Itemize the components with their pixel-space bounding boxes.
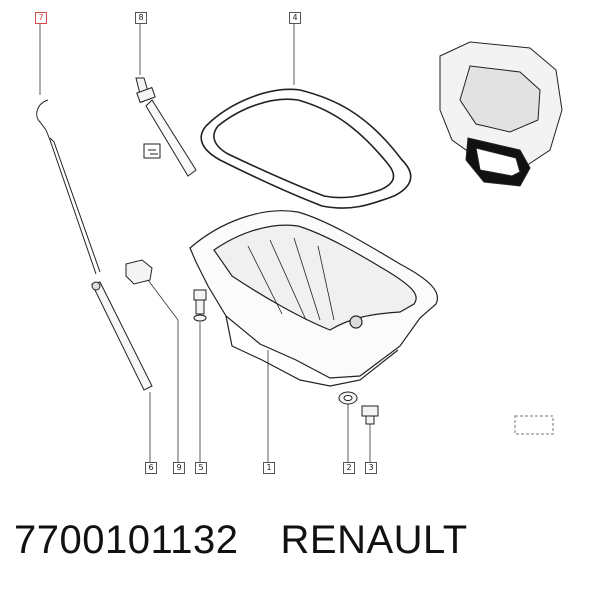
oil-pan-gasket	[200, 88, 412, 209]
callout-4: 4	[289, 12, 301, 24]
part-number: 7700101132	[14, 518, 239, 562]
callout-1: 1	[263, 462, 275, 474]
callout-7: 7	[35, 12, 47, 24]
caption: 7700101132 RENAULT	[14, 514, 468, 566]
pan-bolt	[193, 289, 207, 322]
dipstick-clip	[125, 259, 153, 285]
callout-3: 3	[365, 462, 377, 474]
callout-8: 8	[135, 12, 147, 24]
callout-5: 5	[195, 462, 207, 474]
oil-level-sensor	[135, 77, 197, 177]
brand-name: RENAULT	[280, 518, 468, 562]
callout-2: 2	[343, 462, 355, 474]
oil-pan	[189, 210, 438, 387]
drain-plug	[361, 405, 379, 425]
callout-9: 9	[173, 462, 185, 474]
dashed-placeholder-box	[514, 415, 554, 435]
engine-thumbnail	[439, 41, 563, 187]
dipstick	[36, 99, 101, 275]
leader-lines	[39, 22, 371, 462]
drain-seal	[338, 391, 358, 405]
symbol-icon	[143, 143, 161, 159]
dipstick-guide-tube	[91, 281, 153, 391]
exploded-parts-diagram	[36, 22, 563, 462]
callout-6: 6	[145, 462, 157, 474]
